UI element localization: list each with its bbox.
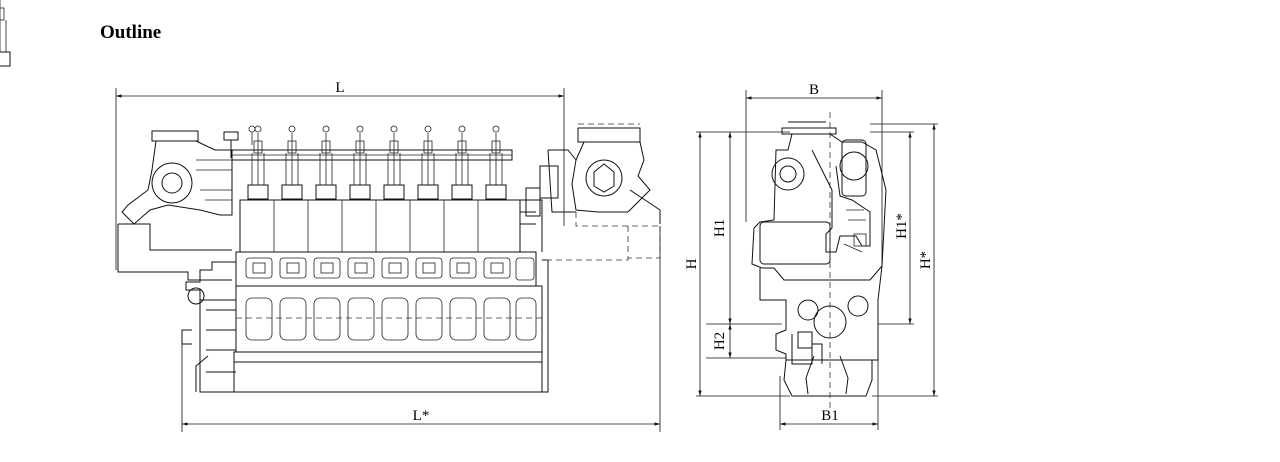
label-H1: H1 [712,219,728,237]
dimension-B1 [779,360,879,430]
dimension-B [745,90,883,266]
label-H1-star: H1* [894,213,910,239]
label-B: B [809,82,819,98]
exhaust-manifold [231,149,513,161]
right-turbocharger [525,123,661,261]
dimension-L-star [181,226,661,432]
side-view [0,0,661,432]
dimension-L [115,88,565,270]
end-view [696,90,938,430]
label-H: H [684,258,700,269]
engine-block [233,199,549,393]
left-turbocharger [117,130,239,281]
front-pumps [181,261,236,393]
label-L: L [335,80,344,96]
label-H-star: H* [918,251,934,269]
cylinder-heads [0,0,507,200]
label-H2: H2 [712,332,728,350]
label-L-star: L* [413,408,430,424]
label-B1: B1 [821,408,839,424]
page-title: Outline [100,22,162,43]
